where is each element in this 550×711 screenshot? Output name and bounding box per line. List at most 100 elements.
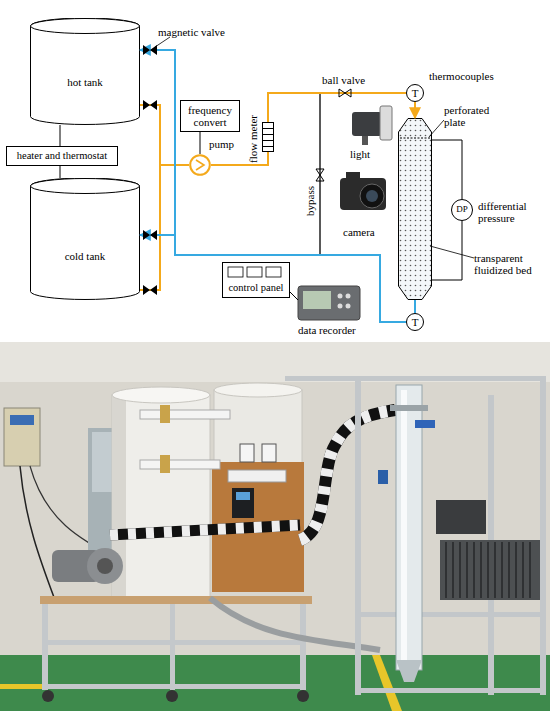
- node-text: T: [412, 87, 419, 99]
- white-pipe: [140, 460, 220, 469]
- brass-valve: [160, 405, 170, 423]
- column-flange: [390, 405, 428, 411]
- caster-wheel: [42, 690, 54, 702]
- socket-strip: [228, 470, 286, 482]
- cylinder-top: [31, 19, 140, 34]
- thermostat-display: [262, 444, 276, 462]
- column-body: [399, 119, 432, 300]
- thermocouple-circle: T: [406, 313, 424, 331]
- glass-highlight: [401, 390, 407, 665]
- pump-outline: [189, 154, 211, 176]
- tank-top: [214, 383, 302, 397]
- light-body: [352, 112, 382, 136]
- leader-line: [430, 246, 474, 258]
- node-text: T: [412, 316, 419, 328]
- ball-valve-symbol: [316, 169, 324, 181]
- pipe-connector: [211, 152, 268, 165]
- cylinder-outline: [30, 178, 140, 300]
- insulated-hose: [110, 525, 300, 535]
- node-text: frequency convert: [181, 104, 239, 128]
- node-text: transparent fluidized bed: [474, 252, 550, 276]
- caster-wheel: [297, 690, 309, 702]
- pressure-circle: DP: [451, 199, 473, 221]
- insulated-hose: [300, 410, 395, 540]
- panel-display: [247, 267, 262, 277]
- column-outline: [398, 118, 432, 300]
- panel-display: [266, 267, 281, 277]
- frame-bar: [170, 604, 175, 690]
- node-text: hot tank: [67, 76, 103, 88]
- panel-display: [228, 267, 243, 277]
- breaker-row: [10, 415, 34, 425]
- pipe-connector: [414, 102, 416, 118]
- callout-label: ball valve: [322, 74, 365, 86]
- node-text: control panel: [228, 282, 283, 294]
- fluidized-bed-column: transparent fluidized bed: [398, 118, 432, 300]
- pipe-connector: [60, 125, 61, 146]
- frame-bar: [540, 378, 546, 695]
- pipe-connector: [140, 235, 406, 322]
- callout-label: perforated plate: [444, 104, 500, 128]
- heater-box: heater and thermostat: [6, 146, 118, 166]
- table-top: [40, 596, 312, 604]
- data-recorder-button: [346, 304, 351, 309]
- tank: hot tank: [30, 18, 140, 125]
- pump-hub: [97, 558, 113, 574]
- leader-line: [429, 120, 444, 137]
- pipe-connector: [268, 93, 406, 122]
- pipe-connector: [140, 105, 189, 165]
- control-panel-box: control panel: [222, 262, 290, 298]
- callout-label: differential pressure: [478, 200, 546, 224]
- recorder-wire: [290, 292, 298, 300]
- metal-hose: [210, 598, 380, 650]
- node-text: cold tank: [65, 250, 106, 262]
- callout-label: data recorder: [298, 324, 356, 336]
- converter-box: frequency convert: [180, 100, 240, 132]
- hose-stripes: [300, 410, 395, 540]
- frame-bar: [42, 640, 306, 645]
- leader-line: [155, 37, 170, 47]
- brass-valve: [160, 455, 170, 473]
- white-pipe: [140, 410, 230, 419]
- tank: cold tank: [30, 178, 140, 300]
- tank-top: [112, 387, 210, 403]
- pipe-connector: [200, 132, 201, 154]
- light-stand: [362, 136, 368, 145]
- magnetic-valve-symbol: [143, 45, 157, 55]
- node-text: heater and thermostat: [17, 150, 107, 162]
- pipe-connector: [140, 165, 189, 290]
- frame-bar: [285, 376, 546, 381]
- photo-upper-wall: [0, 342, 550, 382]
- pump-housing: [87, 548, 123, 584]
- frame-bar: [355, 378, 361, 695]
- camera-glass: [366, 190, 378, 202]
- pipe-connector: [432, 221, 462, 280]
- frame-bar: [355, 688, 546, 693]
- photo-wall: [0, 342, 550, 711]
- magnetic-valve-symbol: [143, 100, 157, 110]
- frequency-converter-photo: [232, 488, 254, 518]
- pump-symbol: pump: [189, 154, 211, 176]
- blue-fitting: [415, 420, 435, 428]
- electrical-box: [4, 408, 40, 466]
- node-text: pump: [209, 138, 234, 150]
- caster-wheel: [166, 690, 178, 702]
- column-cone: [396, 660, 422, 682]
- frame-bar: [300, 604, 306, 690]
- converter-screen: [236, 492, 250, 500]
- flow-meter: flow meter: [262, 122, 274, 152]
- pressure-transmitter: [378, 470, 388, 484]
- node-text: flow meter: [247, 115, 259, 163]
- cylinder-body: [31, 178, 140, 299]
- pipe-connector: [432, 140, 462, 199]
- callout-label: bypass: [304, 186, 316, 216]
- node-text: DP: [456, 205, 468, 215]
- hot-tank-photo: [112, 395, 210, 600]
- callout-label: magnetic valve: [158, 26, 225, 38]
- magnetic-valve-symbol: [143, 285, 157, 295]
- photo-floor: [0, 655, 550, 711]
- data-recorder-button: [338, 294, 343, 299]
- data-recorder-button: [338, 304, 343, 309]
- magnetic-valve-symbol: [143, 230, 157, 240]
